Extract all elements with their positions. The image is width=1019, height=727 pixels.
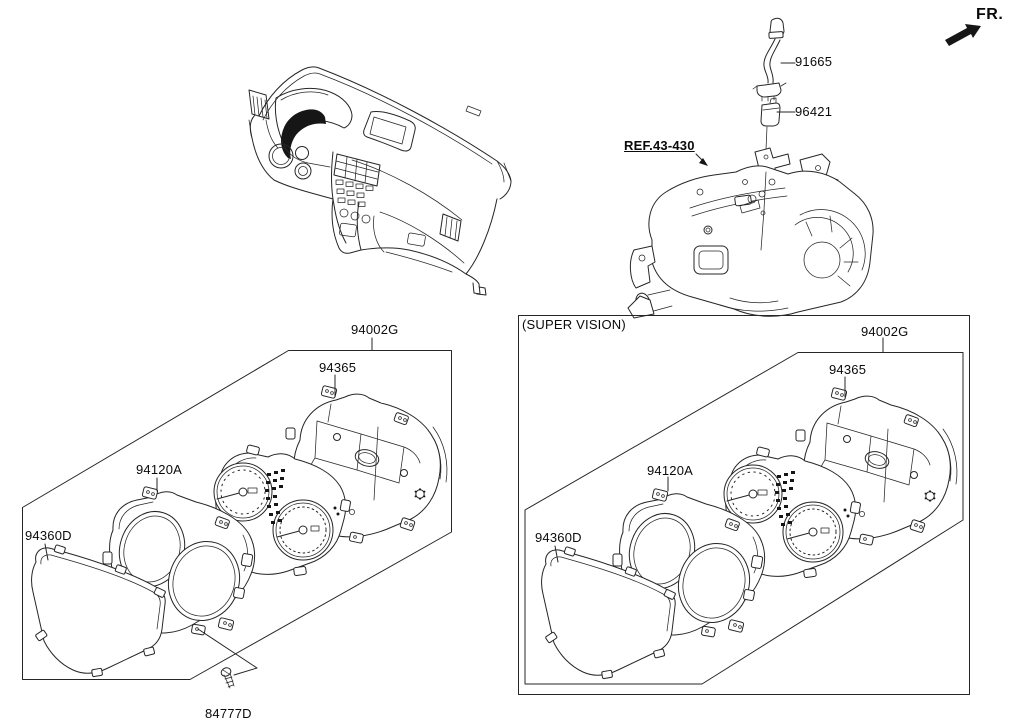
sensor-leader-lines xyxy=(776,62,796,113)
sensor-cable-illustration xyxy=(752,17,787,173)
transaxle-ref-label: REF.43-430 xyxy=(624,138,695,153)
standard-part-label-94365: 94365 xyxy=(319,360,357,375)
supervision-view-boundary xyxy=(524,352,964,685)
dashboard-illustration xyxy=(248,66,512,296)
cluster-window-cutout xyxy=(281,109,326,159)
supervision-part-label-94120A: 94120A xyxy=(647,463,694,478)
center-stack xyxy=(331,151,381,244)
part-label-91665: 91665 xyxy=(795,54,833,69)
right-vent xyxy=(439,213,462,242)
standard-part-label-94360D: 94360D xyxy=(25,528,72,543)
fr-arrow-icon xyxy=(945,24,981,46)
standard-part-label-84777D: 84777D xyxy=(205,706,252,721)
standard-part-label-94002G: 94002G xyxy=(351,322,399,337)
standard-leader-lines xyxy=(44,337,373,676)
supervision-part-label-94365: 94365 xyxy=(829,362,867,377)
standard-cluster-view xyxy=(22,337,452,689)
supervision-part-label-94360D: 94360D xyxy=(535,530,582,545)
screw-drawing xyxy=(220,667,235,689)
display-recess xyxy=(363,111,416,152)
standard-view-boundary xyxy=(22,350,452,680)
left-vent xyxy=(248,89,279,149)
part-label-96421: 96421 xyxy=(795,104,833,119)
supervision-caption: (SUPER VISION) xyxy=(522,317,626,332)
fr-direction-label: FR. xyxy=(976,6,1004,23)
speed-sensor-drawing xyxy=(760,97,781,127)
ref-arrow xyxy=(695,153,708,166)
supervision-part-label-94002G: 94002G xyxy=(861,324,909,339)
supervision-cluster-view xyxy=(518,315,970,695)
supervision-leader-lines xyxy=(554,337,884,563)
standard-part-label-94120A: 94120A xyxy=(136,462,183,477)
transaxle-illustration xyxy=(627,147,874,319)
supervision-box-border xyxy=(518,315,970,695)
